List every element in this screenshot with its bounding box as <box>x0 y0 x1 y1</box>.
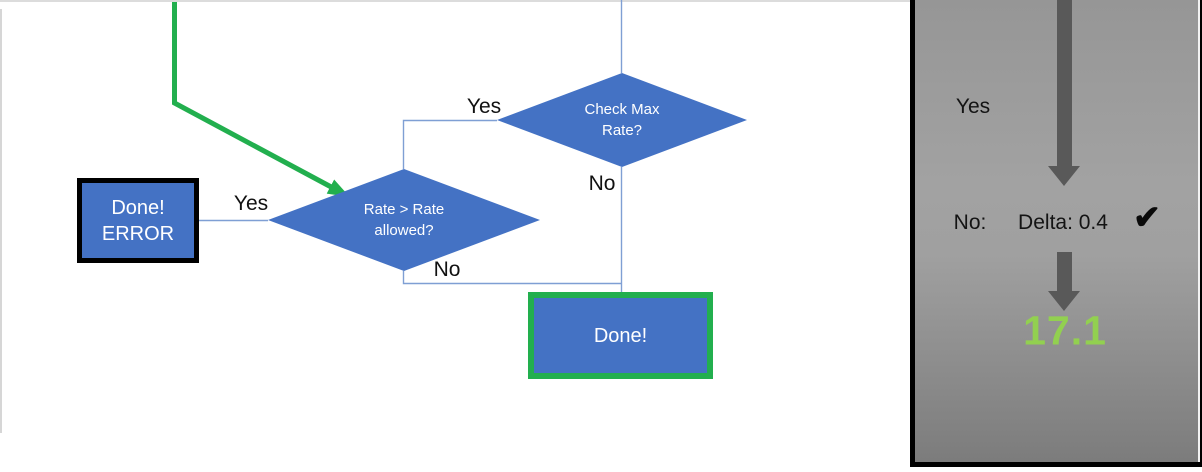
slide-left-edge <box>0 9 2 433</box>
check-icon: ✔ <box>1133 198 1161 236</box>
connector-lines <box>172 0 623 292</box>
blue-connectors <box>199 0 623 292</box>
terminator-box-done-error: Done! ERROR <box>77 178 199 263</box>
box-text-line: Done! <box>593 324 648 347</box>
panel-delta-value: Delta: 0.4 <box>1018 211 1108 234</box>
panel-yes-label: Yes <box>955 95 991 118</box>
result-value: 17.1 <box>1023 307 1107 354</box>
branch-label-no: No <box>588 172 616 195</box>
branch-label-yes: Yes <box>233 192 269 215</box>
box-text-line: Done! <box>111 196 165 219</box>
down-arrow-icon <box>1048 291 1080 311</box>
diamond-text-line: Rate > Rate <box>363 201 445 218</box>
branch-label-yes: Yes <box>466 95 502 118</box>
terminator-box-done: Done! <box>528 292 713 379</box>
diamond-text-line: Rate? <box>601 122 643 139</box>
panel-no-label: No: <box>953 211 987 234</box>
slide-top-edge <box>0 0 912 2</box>
branch-label-no: No <box>433 258 461 281</box>
down-arrow-icon <box>1057 252 1072 291</box>
down-arrow-icon <box>1057 0 1072 166</box>
down-arrow-icon <box>1048 166 1080 186</box>
diamond-text-line: Check Max <box>584 101 660 118</box>
box-text-line: ERROR <box>101 222 175 245</box>
summary-side-panel: Yes No: Delta: 0.4 ✔ 17.1 <box>910 0 1202 467</box>
green-flow-arrow <box>172 2 350 199</box>
diamond-text-line: allowed? <box>374 222 434 239</box>
